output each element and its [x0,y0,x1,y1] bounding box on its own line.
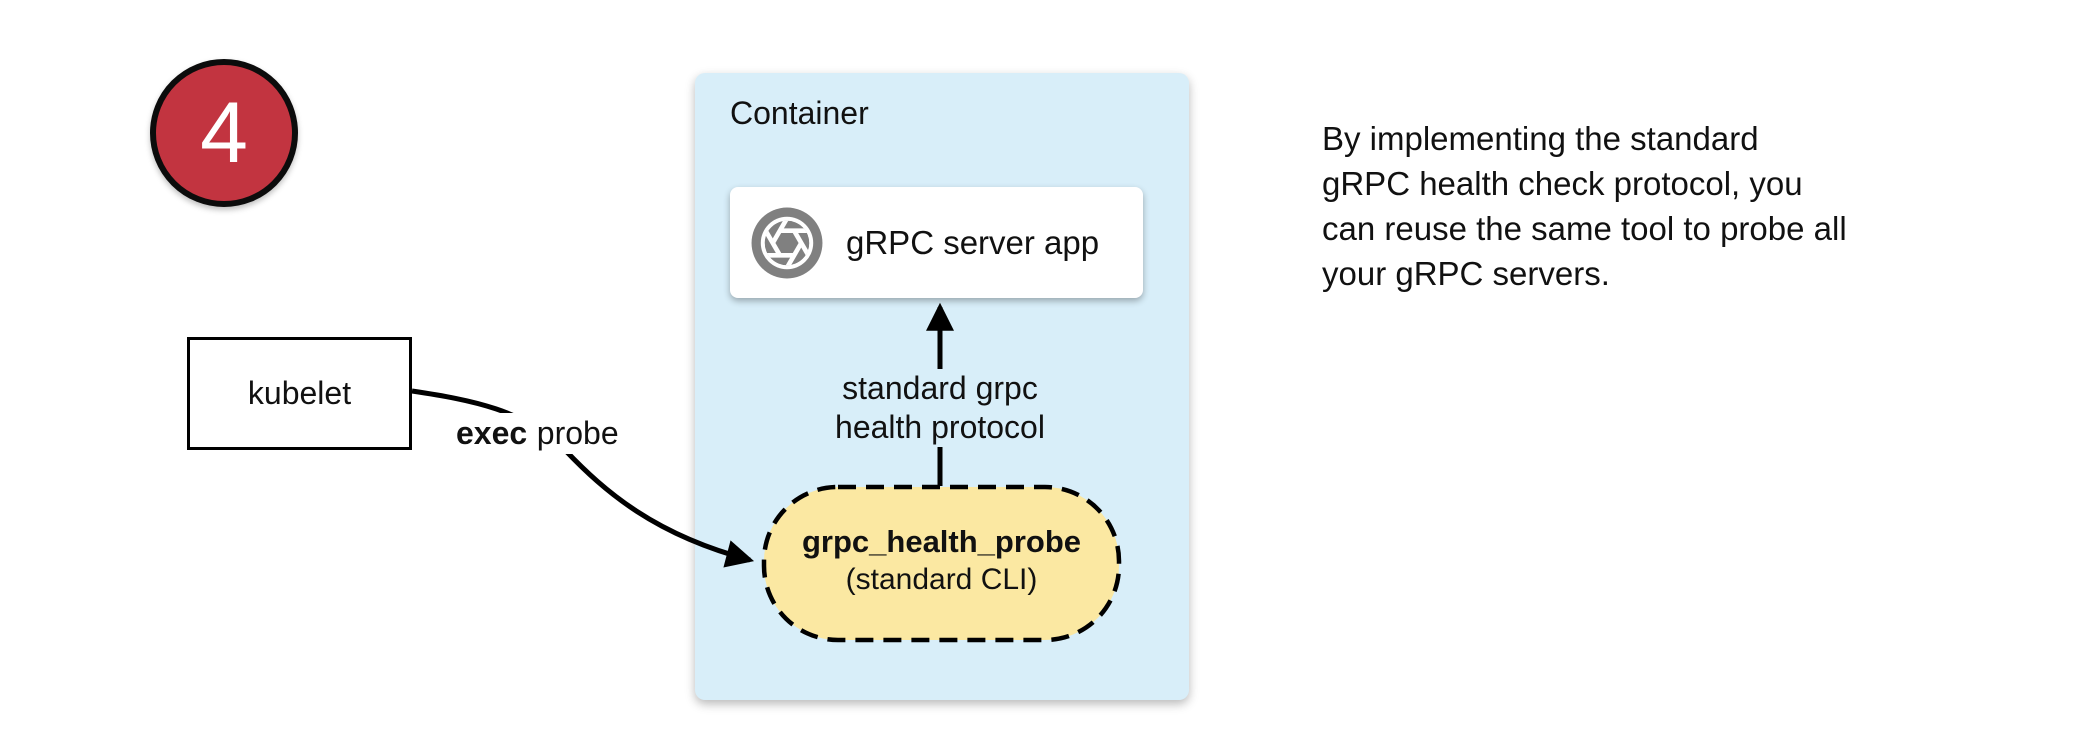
probe-pill-title: grpc_health_probe [801,524,1082,559]
note-line: your gRPC servers. [1322,255,1610,292]
note-text: By implementing the standard gRPC health… [1322,116,1847,296]
health-protocol-label: standard grpc health protocol [800,369,1080,447]
note-line: can reuse the same tool to probe all [1322,210,1847,247]
container-title: Container [730,95,869,131]
health-protocol-line: health protocol [835,409,1045,445]
grpc-server-label: gRPC server app [846,223,1100,261]
step-number: 4 [200,85,248,181]
health-protocol-line: standard grpc [842,370,1038,406]
exec-probe-label-bold: exec [456,415,528,451]
probe-pill-shape [761,484,1122,643]
note-line: By implementing the standard [1322,120,1759,157]
kubelet-box: kubelet [187,337,412,450]
exec-probe-label-rest: probe [536,415,619,451]
note-line: gRPC health check protocol, you [1322,165,1803,202]
step-badge: 4 [150,59,298,207]
kubelet-label: kubelet [247,375,352,411]
probe-pill-subtitle: (standard CLI) [845,563,1038,596]
probe-pill: grpc_health_probe (standard CLI) [764,484,1119,637]
grpc-aperture-icon [751,207,823,278]
grpc-server-box: gRPC server app [730,187,1143,298]
